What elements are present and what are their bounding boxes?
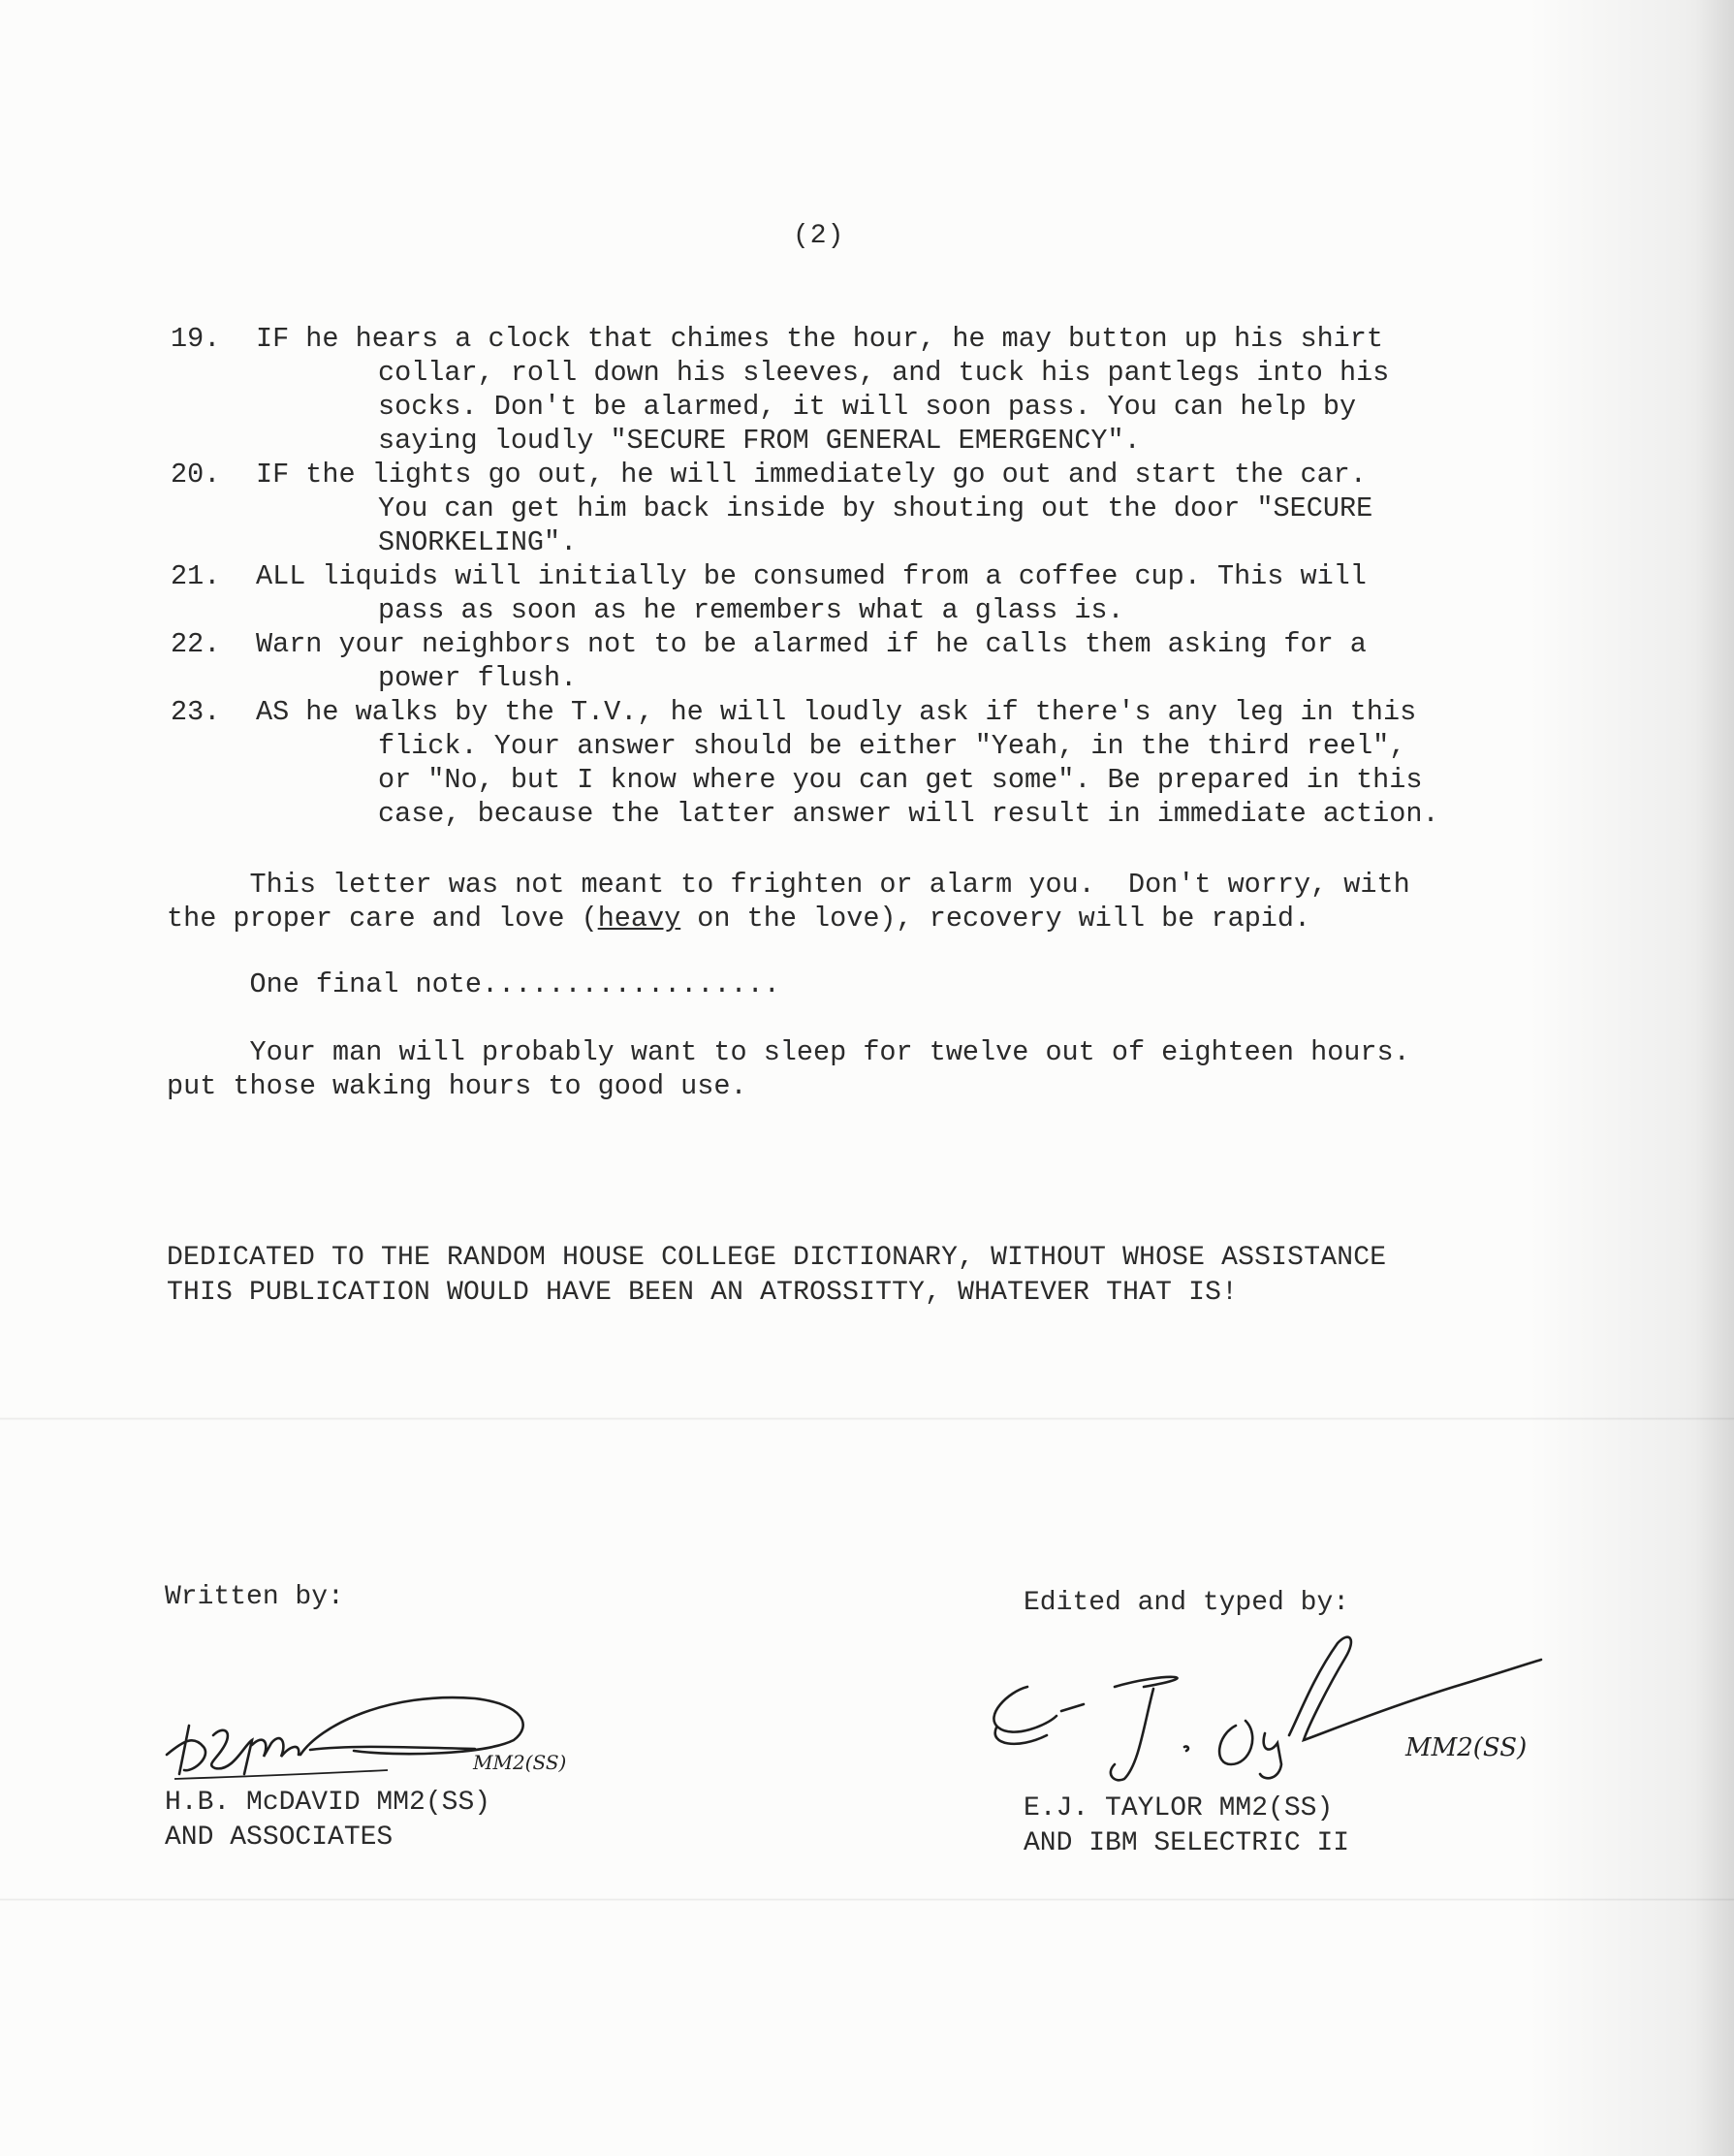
closing-line-2-start: the proper care and love ( (167, 903, 598, 935)
page-number: (2) (793, 221, 845, 251)
edited-by-block: Edited and typed by: (1024, 1586, 1349, 1621)
sleep-note: Your man will probably want to sleep for… (167, 1036, 1410, 1102)
item-continuation: You can get him back inside by shouting … (378, 492, 1373, 558)
item-continuation: power flush. (378, 662, 578, 694)
edited-by-label: Edited and typed by: (1024, 1588, 1350, 1618)
closing-line-1: This letter was not meant to frighten or… (167, 869, 1410, 901)
taylor-name: E.J. TAYLOR MM2(SS) (1024, 1793, 1334, 1823)
item-number: 20. (171, 459, 221, 491)
taylor-signature-annotation: MM2(SS) (1405, 1733, 1528, 1762)
item-number: 21. (171, 560, 221, 592)
taylor-signature (993, 1635, 1543, 1782)
item-number: 23. (171, 696, 221, 728)
paper-fold (0, 1898, 1734, 1901)
mcdavid-signature-annotation: MM2(SS) (473, 1751, 567, 1774)
written-by-label: Written by: (165, 1582, 344, 1612)
paper-fold (0, 1417, 1734, 1420)
mcdavid-typed-name-block: H.B. McDAVID MM2(SS) AND ASSOCIATES (165, 1786, 490, 1855)
paper-edge-shadow (1695, 0, 1734, 2156)
item-number: 19. (171, 323, 221, 355)
item-continuation: flick. Your answer should be either "Yea… (378, 730, 1439, 830)
mcdavid-name: H.B. McDAVID MM2(SS) (165, 1788, 491, 1818)
taylor-typed-name-block: E.J. TAYLOR MM2(SS) AND IBM SELECTRIC II (1024, 1791, 1349, 1861)
item-number: 22. (171, 628, 221, 660)
mcdavid-signature (165, 1696, 524, 1780)
written-by-block: Written by: (165, 1580, 344, 1615)
item-continuation: collar, roll down his sleeves, and tuck … (378, 357, 1390, 457)
item-first-line: ALL liquids will initially be consumed f… (256, 560, 1367, 592)
closing-line-2-end: on the love), recovery will be rapid. (680, 903, 1311, 935)
closing-underlined-word: heavy (597, 903, 681, 935)
final-note: One final note.................. (167, 968, 780, 1000)
mcdavid-affiliation: AND ASSOCIATES (165, 1823, 394, 1853)
taylor-affiliation: AND IBM SELECTRIC II (1024, 1828, 1350, 1858)
closing-paragraph: This letter was not meant to frighten or… (167, 868, 1485, 935)
item-first-line: IF he hears a clock that chimes the hour… (256, 323, 1383, 355)
item-first-line: Warn your neighbors not to be alarmed if… (256, 628, 1367, 660)
item-continuation: pass as soon as he remembers what a glas… (378, 594, 1124, 626)
dedication: DEDICATED TO THE RANDOM HOUSE COLLEGE DI… (167, 1243, 1387, 1308)
item-first-line: AS he walks by the T.V., he will loudly … (256, 696, 1417, 728)
item-first-line: IF the lights go out, he will immediatel… (256, 459, 1367, 491)
